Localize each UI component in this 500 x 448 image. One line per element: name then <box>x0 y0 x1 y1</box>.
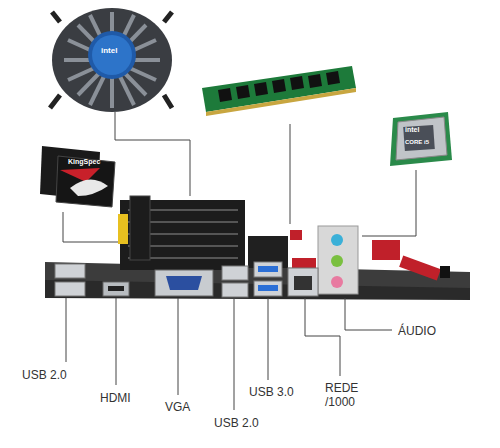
cpu-cooler <box>50 8 172 112</box>
cpu-model: CORE i5 <box>405 138 429 146</box>
cpu-logo: intel <box>405 126 419 134</box>
port-label: USB 3.0 <box>249 385 294 399</box>
cooler-logo: intel <box>101 47 117 55</box>
ssd-drive <box>40 146 115 207</box>
motherboard <box>45 196 470 300</box>
ssd-brand: KingSpec <box>68 158 100 166</box>
port-label: USB 2.0 <box>214 416 259 430</box>
cpu-chip <box>390 112 452 166</box>
ram-module <box>202 66 356 116</box>
port-label: VGA <box>165 400 190 414</box>
port-label: REDE /1000 <box>325 381 365 409</box>
port-leader-lines <box>66 298 392 410</box>
port-label: HDMI <box>100 391 131 405</box>
port-label: USB 2.0 <box>22 368 67 382</box>
port-label: ÁUDIO <box>398 324 436 338</box>
